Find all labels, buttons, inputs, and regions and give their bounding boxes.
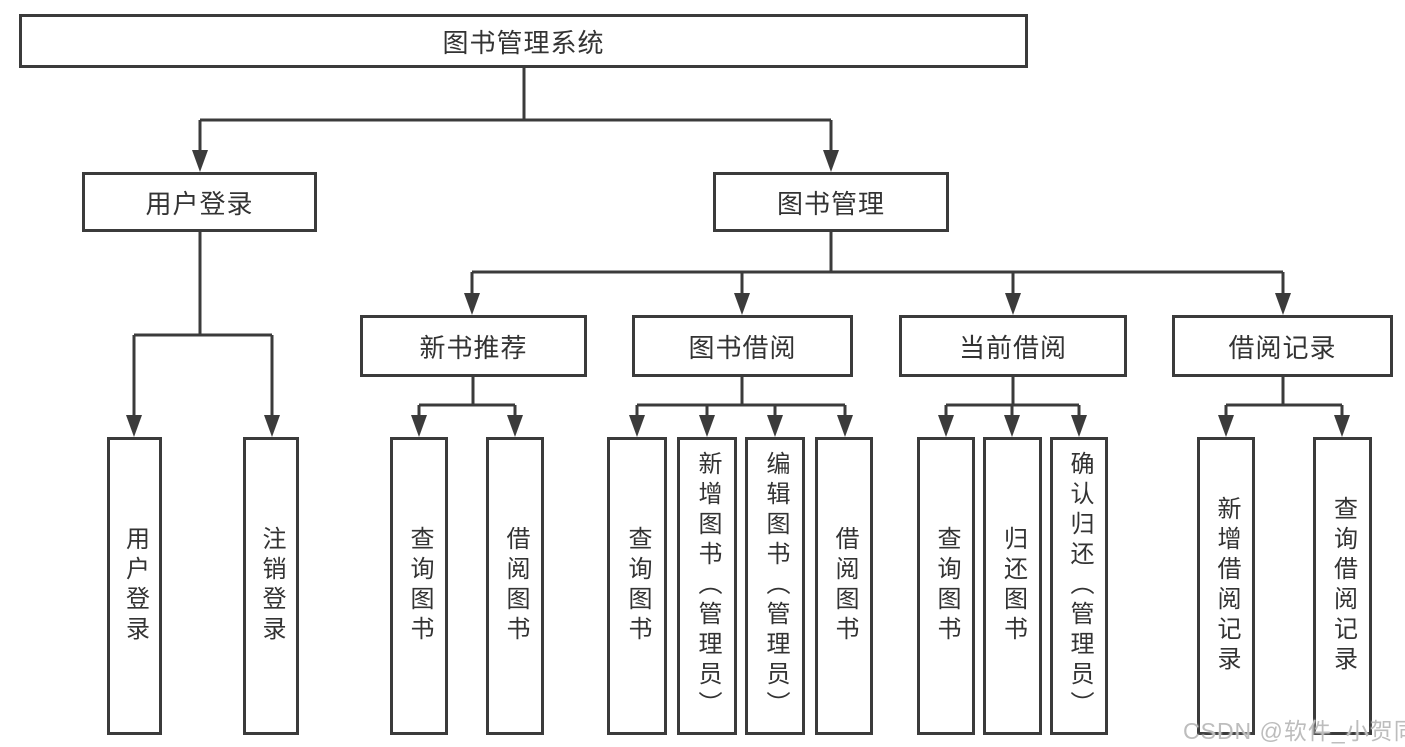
connector-lines — [132, 68, 1344, 419]
node-new-book-rec: 新书推荐 — [360, 315, 587, 377]
leaf-return-book-label: 归还图书 — [999, 526, 1027, 646]
leaf-add-record-label: 新增借阅记录 — [1213, 496, 1240, 676]
node-book-mgmt: 图书管理 — [713, 172, 949, 232]
leaf-query-record-label: 查询借阅记录 — [1329, 496, 1357, 676]
node-user-login-label: 用户登录 — [145, 188, 254, 219]
node-current-borrow-label: 当前借阅 — [958, 332, 1067, 363]
leaf-query-book-3-label: 查询图书 — [933, 526, 960, 646]
leaf-query-record: 查询借阅记录 — [1313, 437, 1372, 735]
leaf-query-book-3: 查询图书 — [917, 437, 975, 735]
leaf-borrow-book-2-label: 借阅图书 — [831, 526, 858, 646]
node-book-borrow: 图书借阅 — [632, 315, 853, 377]
leaf-confirm-return: 确认归还（管理员） — [1050, 437, 1108, 735]
csdn-watermark: CSDN @软件_小贺同学 — [1183, 718, 1405, 744]
node-new-book-rec-label: 新书推荐 — [419, 332, 528, 363]
node-book-mgmt-label: 图书管理 — [776, 188, 885, 219]
node-root: 图书管理系统 — [19, 14, 1028, 68]
leaf-query-book-1: 查询图书 — [390, 437, 448, 735]
node-borrow-records: 借阅记录 — [1172, 315, 1393, 377]
node-borrow-records-label: 借阅记录 — [1228, 332, 1337, 363]
node-book-borrow-label: 图书借阅 — [688, 332, 797, 363]
leaf-logout-label: 注销登录 — [258, 526, 285, 646]
leaf-query-book-2: 查询图书 — [607, 437, 667, 735]
node-user-login: 用户登录 — [82, 172, 317, 232]
leaf-user-login-label: 用户登录 — [121, 526, 149, 646]
node-current-borrow: 当前借阅 — [899, 315, 1127, 377]
leaf-query-book-1-label: 查询图书 — [406, 526, 433, 646]
leaf-add-book-label: 新增图书（管理员） — [694, 451, 721, 721]
leaf-add-book: 新增图书（管理员） — [677, 437, 737, 735]
leaf-borrow-book-2: 借阅图书 — [815, 437, 873, 735]
leaf-borrow-book-1: 借阅图书 — [486, 437, 544, 735]
leaf-logout: 注销登录 — [243, 437, 299, 735]
arrowheads — [126, 150, 1350, 437]
leaf-edit-book: 编辑图书（管理员） — [745, 437, 805, 735]
leaf-add-record: 新增借阅记录 — [1197, 437, 1255, 735]
leaf-edit-book-label: 编辑图书（管理员） — [762, 451, 789, 721]
leaf-query-book-2-label: 查询图书 — [624, 526, 651, 646]
leaf-user-login: 用户登录 — [107, 437, 162, 735]
leaf-confirm-return-label: 确认归还（管理员） — [1066, 451, 1093, 721]
node-root-label: 图书管理系统 — [442, 27, 605, 58]
leaf-borrow-book-1-label: 借阅图书 — [502, 526, 529, 646]
leaf-return-book: 归还图书 — [983, 437, 1042, 735]
